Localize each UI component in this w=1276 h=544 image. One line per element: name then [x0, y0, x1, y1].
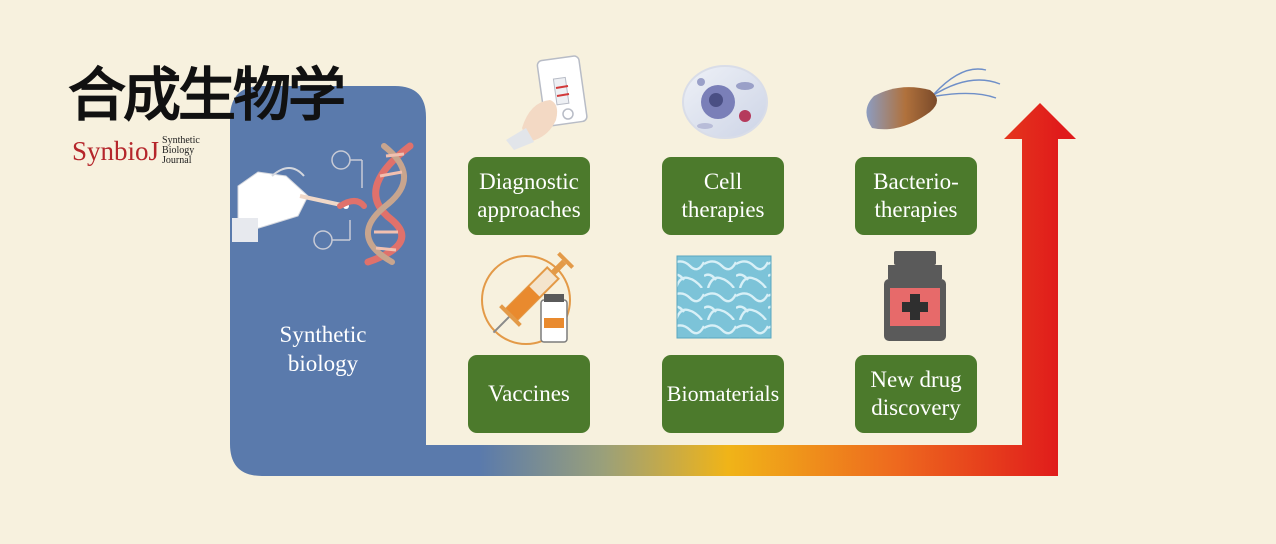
box-label-line: Diagnostic — [479, 169, 579, 194]
gene-circuit-icon — [313, 150, 363, 250]
dna-helix-icon — [337, 142, 414, 266]
box-label-line: Vaccines — [488, 381, 570, 406]
journal-subtitle-line: Synthetic — [162, 135, 200, 146]
biomaterial-texture-icon — [676, 255, 772, 339]
box-label-line: approaches — [477, 197, 581, 222]
origin-label-line: Synthetic — [279, 322, 367, 347]
journal-subtitle: Synthetic Biology Journal — [162, 136, 200, 166]
box-label-line: discovery — [871, 395, 961, 420]
journal-logo-english: SynbioJ Synthetic Biology Journal — [72, 136, 200, 167]
syringe-vial-icon — [481, 251, 575, 345]
diagnostic-approaches-box: Diagnostic approaches — [468, 157, 590, 235]
synbioj-wordmark: SynbioJ — [72, 136, 160, 166]
box-label-line: New drug — [870, 367, 962, 392]
box-label-line: therapies — [681, 197, 765, 222]
synthetic-biology-label: Synthetic biology — [258, 320, 388, 378]
box-label-line: Biomaterials — [666, 381, 780, 406]
journal-subtitle-line: Journal — [162, 155, 192, 166]
biomaterials-box: Biomaterials — [662, 355, 784, 433]
cell-icon — [682, 65, 768, 139]
medicine-bottle-icon — [884, 251, 946, 341]
box-label-line: Bacterio- — [873, 169, 959, 194]
box-label-line: therapies — [874, 197, 958, 222]
new-drug-discovery-box: New drug discovery — [855, 355, 977, 433]
cell-therapies-box: Cell therapies — [662, 157, 784, 235]
journal-subtitle-line: Biology — [162, 145, 195, 156]
box-label-line: Cell — [703, 169, 743, 194]
bacterium-icon — [866, 68, 1001, 130]
journal-logo-chinese: 合成生物学 — [68, 61, 346, 129]
vaccines-box: Vaccines — [468, 355, 590, 433]
rapid-test-kit-icon — [506, 55, 588, 150]
progress-arrow — [230, 86, 1076, 476]
bacteriotherapies-box: Bacterio-therapies — [855, 157, 977, 235]
origin-label-line: biology — [287, 351, 359, 376]
